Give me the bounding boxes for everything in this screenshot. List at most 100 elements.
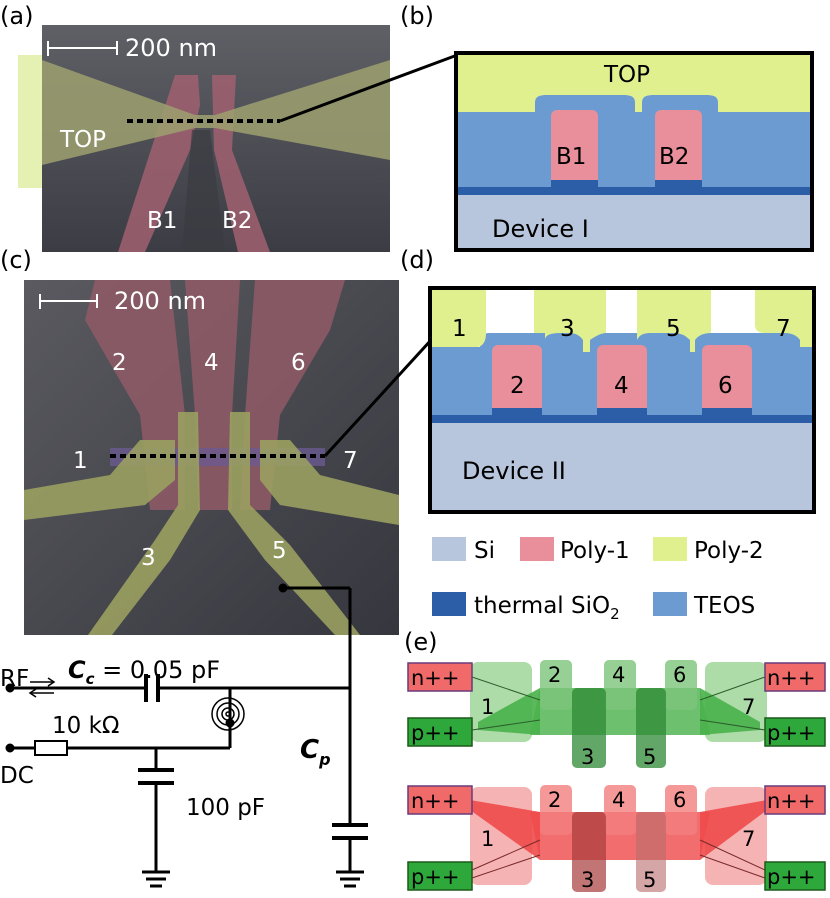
legend: Si Poly-1 Poly-2 thermal SiO2 TEOS bbox=[432, 537, 764, 623]
gate-top-shape bbox=[42, 60, 390, 165]
d-label-2: 2 bbox=[510, 373, 525, 399]
e-top-gate-3 bbox=[572, 688, 606, 768]
panel-letter-d: (d) bbox=[400, 246, 434, 274]
legend-swatch-thermal bbox=[432, 592, 466, 616]
legend-thermal-text: thermal SiO bbox=[474, 593, 610, 619]
d-poly1-2 bbox=[492, 345, 542, 415]
e-top-lead-right bbox=[700, 688, 760, 735]
e-top-label-7: 7 bbox=[742, 695, 755, 719]
e-bot-label-3: 3 bbox=[581, 868, 594, 892]
d-poly1-6 bbox=[702, 345, 752, 415]
panel-letter-a: (a) bbox=[0, 2, 33, 30]
e-bot-p-left: p++ bbox=[411, 865, 460, 889]
spiral-inductor-icon bbox=[211, 697, 245, 731]
e-bot-gate-5 bbox=[636, 812, 666, 892]
cc-value: = 0.05 pF bbox=[95, 656, 220, 684]
e-bot-line-l2 bbox=[471, 854, 541, 879]
panel-letter-b: (b) bbox=[400, 2, 434, 30]
e-top-label-3: 3 bbox=[581, 745, 594, 769]
legend-swatch-teos bbox=[653, 592, 687, 616]
circuit-labels: RF DC Cc = 0.05 pF 10 kΩ 100 pF Cp bbox=[0, 656, 331, 821]
d-label-1: 1 bbox=[452, 316, 467, 342]
e-top-p-left-box bbox=[407, 717, 473, 747]
thermal-layer bbox=[458, 187, 810, 195]
gate-5-shape bbox=[228, 412, 360, 635]
e-bot-line-l1 bbox=[471, 839, 541, 871]
legend-swatch-poly1 bbox=[520, 537, 554, 561]
e-top-p-right-box bbox=[764, 717, 826, 747]
teos-layer bbox=[458, 95, 810, 187]
b-label-top: TOP bbox=[603, 62, 650, 88]
e-bot-line-r1 bbox=[699, 839, 766, 871]
e-top-gate-5 bbox=[636, 688, 666, 768]
c-label-7: 7 bbox=[343, 448, 358, 474]
d-label-device: Device II bbox=[462, 457, 566, 485]
arrow-left-head bbox=[28, 688, 37, 698]
label-dc: DC bbox=[0, 763, 34, 789]
e-top-gate-6 bbox=[665, 660, 697, 710]
e-top-line-r2 bbox=[699, 719, 766, 731]
arrow-right-head bbox=[47, 677, 56, 687]
connector-c-d bbox=[323, 337, 434, 458]
e-bot-n-right-box bbox=[764, 785, 826, 815]
panel-letter-e: (e) bbox=[404, 628, 438, 656]
e-bot-n-left: n++ bbox=[411, 789, 460, 813]
panel-d-frame bbox=[428, 286, 816, 514]
e-bot-line-r2 bbox=[699, 854, 766, 879]
panel-e-bottom: n++ n++ p++ p++ 1 2 3 4 5 6 7 bbox=[407, 785, 826, 892]
d-poly2-5 bbox=[637, 290, 711, 352]
panel-e-top: n++ n++ p++ p++ 1 2 3 4 5 6 7 bbox=[407, 660, 826, 769]
e-top-gate-2 bbox=[540, 660, 572, 710]
e-bot-gate-6 bbox=[665, 785, 697, 835]
b-label-b2: B2 bbox=[659, 144, 689, 170]
label-cp: Cp bbox=[300, 735, 331, 769]
si-layer bbox=[458, 195, 810, 248]
e-top-n-left-box bbox=[407, 662, 473, 692]
label-b1: B1 bbox=[147, 208, 177, 234]
scalebar-label: 200 nm bbox=[125, 34, 217, 62]
e-bot-label-4: 4 bbox=[612, 788, 625, 812]
legend-swatch-poly2 bbox=[653, 537, 687, 561]
legend-label-thermal: thermal SiO2 bbox=[474, 593, 620, 623]
e-bot-lead-right bbox=[700, 800, 767, 860]
d-poly2-3 bbox=[534, 290, 606, 352]
panel-a-sem: 200 nm TOP B1 B2 bbox=[18, 25, 390, 252]
panel-b-frame bbox=[454, 51, 814, 252]
channel-shape bbox=[182, 130, 225, 252]
e-bot-lead-left bbox=[470, 800, 540, 860]
label-resistor: 10 kΩ bbox=[52, 713, 119, 739]
d-label-7: 7 bbox=[776, 316, 791, 342]
d-thermal-layer bbox=[432, 415, 812, 423]
e-bot-label-6: 6 bbox=[673, 788, 686, 812]
e-bot-p-right: p++ bbox=[767, 865, 816, 889]
c-label-5: 5 bbox=[272, 538, 287, 564]
e-top-label-4: 4 bbox=[612, 663, 625, 687]
e-top-line-r1 bbox=[699, 676, 766, 701]
e-bot-label-7: 7 bbox=[742, 827, 755, 851]
e-top-lead-left bbox=[478, 688, 540, 735]
panel-c-sem: 200 nm 2 4 6 1 7 3 5 bbox=[24, 280, 399, 635]
e-bot-gate-4 bbox=[604, 785, 636, 835]
label-cap: 100 pF bbox=[186, 795, 265, 821]
cc-subscript: c bbox=[86, 670, 95, 688]
e-bot-gate-2 bbox=[540, 785, 572, 835]
e-top-n-left: n++ bbox=[411, 666, 460, 690]
legend-label-poly1: Poly-1 bbox=[560, 538, 630, 564]
label-rf: RF bbox=[0, 666, 29, 692]
e-bot-label-1: 1 bbox=[481, 827, 494, 851]
e-top-line-l1 bbox=[471, 676, 541, 701]
e-bot-p-left-box bbox=[407, 861, 473, 891]
e-top-n-right-box bbox=[764, 662, 826, 692]
b-label-device: Device I bbox=[492, 215, 589, 243]
label-top: TOP bbox=[59, 127, 106, 153]
d-si-layer bbox=[432, 423, 812, 510]
e-bot-n-left-box bbox=[407, 785, 473, 815]
d-label-6: 6 bbox=[718, 373, 733, 399]
panel-letter-c: (c) bbox=[0, 246, 32, 274]
b-label-b1: B1 bbox=[556, 144, 586, 170]
d-thermal-2 bbox=[492, 408, 542, 416]
d-thermal-6 bbox=[702, 408, 752, 416]
e-bot-gate-3 bbox=[572, 812, 606, 892]
c-scalebar-label: 200 nm bbox=[114, 287, 206, 315]
e-top-label-6: 6 bbox=[673, 663, 686, 687]
